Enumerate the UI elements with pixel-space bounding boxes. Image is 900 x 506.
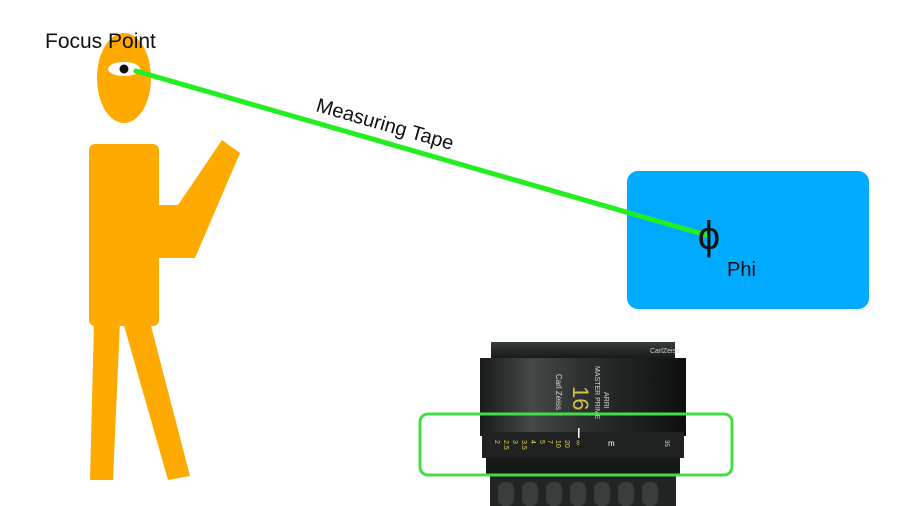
person-figure <box>89 33 240 480</box>
scale-mark: 10 <box>554 440 561 448</box>
measuring-tape-line <box>133 68 709 238</box>
phi-symbol-icon: ϕ <box>698 214 720 258</box>
scale-mark: 2.5 <box>502 440 509 450</box>
scale-mark: 5 <box>538 440 545 444</box>
lens-focus-ring <box>482 432 684 458</box>
scale-mark: 7 <box>546 440 553 444</box>
scale-mark: 4 <box>529 440 536 444</box>
lens-lower-ring <box>486 458 680 476</box>
phi-label: Phi <box>727 259 756 281</box>
lens-distance-scale: ∞ 20 10 7 5 4 3.5 3 2.5 2 <box>493 440 581 450</box>
scale-mark: 2 <box>493 440 500 444</box>
scale-mark: ∞ <box>574 440 581 445</box>
scale-mark: 20 <box>563 440 570 448</box>
lens-series-text: MASTER PRIME <box>593 366 600 420</box>
scale-mark: 3 <box>511 440 518 444</box>
lens-arri-text: ARRI <box>602 392 609 409</box>
focus-point-label: Focus Point <box>45 30 156 53</box>
scale-mark: 3.5 <box>520 440 527 450</box>
focus-ring-highlight <box>418 412 734 477</box>
lens-index-line <box>578 428 580 438</box>
lens-grip-ridges <box>498 482 658 506</box>
lens-maker-text: Carl Zeiss <box>554 374 563 410</box>
camera-box <box>627 171 869 309</box>
lens-mark-text: 35 <box>663 440 669 447</box>
measuring-tape-label: Measuring Tape <box>314 95 457 155</box>
lens-focal-text: 16 <box>568 386 593 410</box>
person-head <box>97 33 151 123</box>
lens-image: CarlZeiss ARRI MASTER PRIME 16 Carl Zeis… <box>480 342 686 506</box>
lens-front-rim <box>491 342 675 360</box>
person-torso <box>89 144 159 326</box>
eye-pupil <box>119 64 129 74</box>
person-leg-right <box>123 322 190 480</box>
person-leg-left <box>90 322 120 480</box>
lens-body <box>480 358 686 436</box>
person-arm <box>155 140 240 258</box>
lens-unit-text: m <box>608 439 615 448</box>
lens-brand-top: CarlZeiss <box>650 348 680 355</box>
